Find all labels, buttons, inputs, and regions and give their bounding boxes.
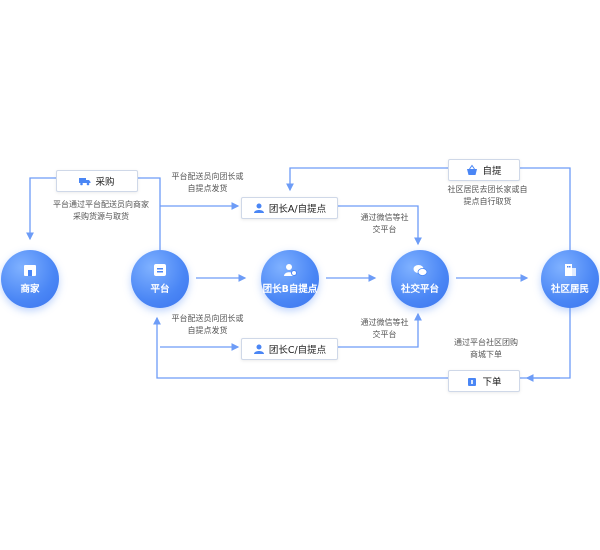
wechat-c-note-line1: 通过微信等社 <box>360 318 409 327</box>
self-pickup-box-label: 自提 <box>482 166 502 177</box>
wechat-c-note-line2: 交平台 <box>372 330 397 339</box>
deliver-c-note-line2: 自提点发货 <box>187 326 228 335</box>
user-icon <box>284 264 297 276</box>
deliver-c-note: 平台配送员向团长或 自提点发货 <box>165 313 250 337</box>
wechat-c-note: 通过微信等社 交平台 <box>352 317 417 341</box>
platform-purchase-note-line1: 平台通过平台配送员向商家 <box>53 200 149 209</box>
deliver-c-note-line1: 平台配送员向团长或 <box>171 314 244 323</box>
merchant-node: 商家 <box>1 250 59 308</box>
order-note-line1: 通过平台社区团购 <box>454 338 518 347</box>
order-box-label: 下单 <box>482 377 502 388</box>
residents-label: 社区居民 <box>550 284 589 295</box>
platform-node: 平台 <box>131 250 189 308</box>
wechat-a-note-line2: 交平台 <box>372 225 397 234</box>
user-icon <box>253 203 264 213</box>
building-icon <box>565 264 576 276</box>
bag-icon <box>468 378 477 386</box>
self-pickup-box: 自提 <box>448 159 520 181</box>
screen-icon <box>154 264 166 276</box>
residents-node: 社区居民 <box>541 250 599 308</box>
wechat-icon <box>413 265 428 276</box>
deliver-a-note: 平台配送员向团长或 自提点发货 <box>165 171 250 195</box>
platform-purchase-note: 平台通过平台配送员向商家 采购货源与取货 <box>46 199 156 223</box>
order-note-line2: 商城下单 <box>470 350 502 359</box>
social-platform-node: 社交平台 <box>391 250 449 308</box>
truck-icon <box>79 178 91 186</box>
merchant-label: 商家 <box>20 284 40 295</box>
user-icon <box>253 344 264 354</box>
leader-b-node: 团长B自提点 <box>261 250 319 308</box>
purchase-box-label: 采购 <box>95 177 115 188</box>
order-connector <box>153 308 571 379</box>
platform-purchase-note-line2: 采购货源与取货 <box>73 212 129 221</box>
leader-a-to-social-arrow <box>338 205 422 246</box>
leader-c-to-social-arrow <box>338 312 422 348</box>
self-pickup-note-line1: 社区居民去团长家或自 <box>447 185 528 194</box>
order-box: 下单 <box>448 370 520 392</box>
wechat-a-note: 通过微信等社 交平台 <box>352 212 417 236</box>
basket-icon <box>467 164 478 175</box>
self-pickup-note-line2: 提点自行取货 <box>463 197 512 206</box>
leader-a-box-label: 团长A/自提点 <box>268 204 327 215</box>
self-pickup-note: 社区居民去团长家或自 提点自行取货 <box>440 184 535 208</box>
leader-c-box-label: 团长C/自提点 <box>268 345 327 356</box>
purchase-box: 采购 <box>56 170 138 192</box>
self-pickup-connector <box>286 167 571 250</box>
platform-label: 平台 <box>150 284 170 295</box>
wechat-a-note-line1: 通过微信等社 <box>360 213 409 222</box>
leader-c-box: 团长C/自提点 <box>241 338 338 360</box>
deliver-a-note-line2: 自提点发货 <box>187 184 228 193</box>
leader-a-box: 团长A/自提点 <box>241 197 338 219</box>
leader-b-label: 团长B自提点 <box>262 284 318 295</box>
store-icon <box>24 265 36 276</box>
order-note: 通过平台社区团购 商城下单 <box>446 337 526 361</box>
social-platform-label: 社交平台 <box>400 284 439 295</box>
deliver-a-note-line1: 平台配送员向团长或 <box>171 172 244 181</box>
